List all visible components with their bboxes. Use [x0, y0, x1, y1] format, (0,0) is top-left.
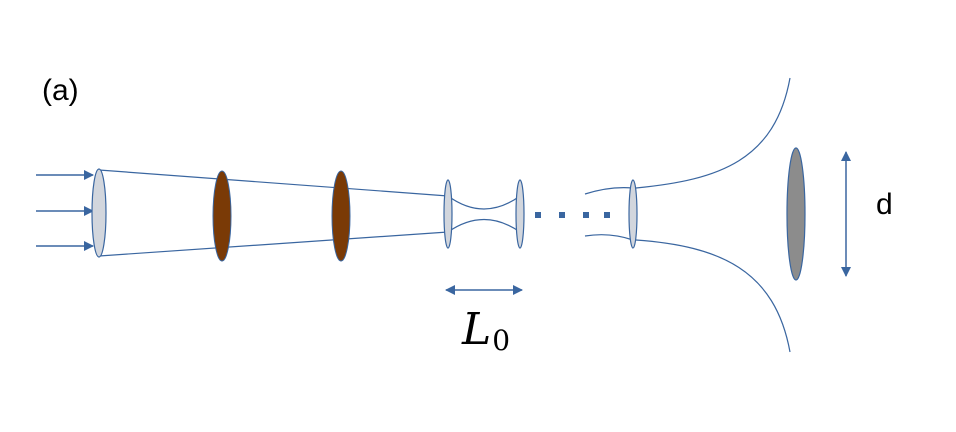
last-cell-lower-curve	[584, 234, 634, 241]
dimension-label: d	[876, 188, 893, 221]
length-label-base: L	[462, 304, 492, 355]
input-lens	[91, 168, 107, 258]
beam-ray-upper	[98, 169, 449, 197]
cell-1-lens-right	[515, 179, 525, 249]
beam-rays	[98, 169, 449, 257]
brown-lens-2	[331, 170, 351, 262]
cell-1-lens-left	[443, 179, 453, 249]
length-label: L0	[462, 308, 510, 355]
guide-cell-1	[443, 179, 525, 249]
output-ray-lower	[635, 239, 791, 353]
detector-element	[786, 147, 806, 281]
dot-1	[535, 212, 541, 218]
panel-label: (a)	[42, 74, 79, 107]
output-beam	[635, 77, 791, 353]
guide-cell-last	[584, 179, 638, 249]
last-cell-lens	[628, 179, 638, 249]
cell-1-upper-curve	[447, 195, 521, 210]
beam-ray-lower	[98, 231, 449, 257]
continuation-dots	[535, 212, 610, 218]
dot-4	[604, 212, 610, 218]
brown-lens-1	[212, 170, 232, 262]
cell-1-lower-curve	[447, 218, 521, 233]
dot-3	[583, 212, 589, 218]
output-ray-upper	[635, 77, 791, 189]
input-arrows	[36, 170, 94, 251]
length-label-subscript: 0	[492, 324, 511, 357]
last-cell-upper-curve	[584, 187, 634, 195]
dot-2	[559, 212, 565, 218]
